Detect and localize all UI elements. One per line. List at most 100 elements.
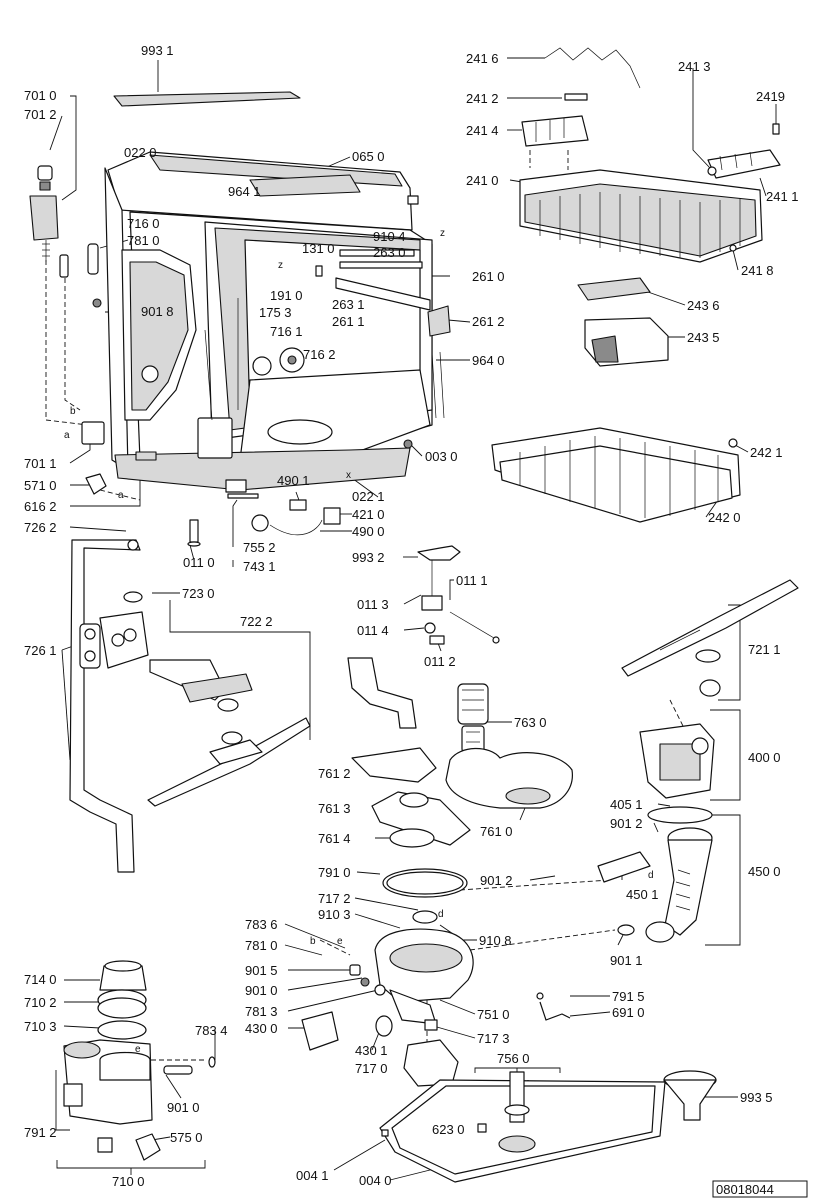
marker-b-2: b bbox=[310, 936, 316, 947]
label-011-1: 011 1 bbox=[456, 573, 488, 588]
label-761-2: 761 2 bbox=[318, 766, 351, 781]
label-717-2: 717 2 bbox=[318, 891, 351, 906]
label-242-1: 242 1 bbox=[750, 445, 783, 460]
label-710-0: 710 0 bbox=[112, 1174, 145, 1189]
filter-assembly bbox=[457, 683, 489, 753]
label-022-1: 022 1 bbox=[352, 489, 385, 504]
label-761-0: 761 0 bbox=[480, 824, 513, 839]
label-901-2-b: 901 2 bbox=[480, 873, 513, 888]
label-710-3: 710 3 bbox=[24, 1019, 57, 1034]
label-623-0: 623 0 bbox=[432, 1122, 465, 1137]
lower-basket bbox=[491, 427, 741, 523]
label-743-1: 743 1 bbox=[243, 559, 276, 574]
label-910-3: 910 3 bbox=[318, 907, 351, 922]
label-261-1: 261 1 bbox=[332, 314, 365, 329]
label-011-4: 011 4 bbox=[357, 623, 389, 638]
label-783-4: 783 4 bbox=[195, 1023, 228, 1038]
label-781-0-bottom: 781 0 bbox=[245, 938, 278, 953]
label-761-3: 761 3 bbox=[318, 801, 351, 816]
label-430-1: 430 1 bbox=[355, 1043, 388, 1058]
label-243-5: 243 5 bbox=[687, 330, 720, 345]
sump-body bbox=[301, 868, 571, 1087]
label-761-4: 761 4 bbox=[318, 831, 351, 846]
label-242-0: 242 0 bbox=[708, 510, 741, 525]
label-430-0: 430 0 bbox=[245, 1021, 278, 1036]
label-791-2: 791 2 bbox=[24, 1125, 57, 1140]
label-722-2: 722 2 bbox=[240, 614, 273, 629]
label-781-0-top: 781 0 bbox=[127, 233, 160, 248]
label-964-1: 964 1 bbox=[228, 184, 261, 199]
label-701-1: 701 1 bbox=[24, 456, 57, 471]
label-701-0: 701 0 bbox=[24, 88, 57, 103]
door-lock-parts bbox=[81, 421, 461, 561]
label-400-0: 400 0 bbox=[748, 750, 781, 765]
label-716-2: 716 2 bbox=[303, 347, 336, 362]
marker-e-2: e bbox=[135, 1044, 141, 1055]
label-755-2: 755 2 bbox=[243, 540, 276, 555]
label-781-3: 781 3 bbox=[245, 1004, 278, 1019]
reference-code-box: 08018044 bbox=[712, 1180, 808, 1198]
label-241-4: 241 4 bbox=[466, 123, 499, 138]
label-022-0: 022 0 bbox=[124, 145, 157, 160]
label-716-0: 716 0 bbox=[127, 216, 160, 231]
label-901-5: 901 5 bbox=[245, 963, 278, 978]
label-964-0: 964 0 bbox=[472, 353, 505, 368]
label-571-0: 571 0 bbox=[24, 478, 57, 493]
marker-d-2: d bbox=[648, 870, 654, 881]
part-labels: 993 1 701 0 701 2 022 0 065 0 964 1 716 … bbox=[24, 43, 799, 1189]
label-263-1: 263 1 bbox=[332, 297, 365, 312]
marker-z-2: z bbox=[440, 228, 445, 239]
label-575-0: 575 0 bbox=[170, 1130, 203, 1145]
label-450-0: 450 0 bbox=[748, 864, 781, 879]
label-241-6: 241 6 bbox=[466, 51, 499, 66]
base-plate bbox=[379, 1071, 666, 1183]
salt-funnel bbox=[663, 1070, 717, 1121]
label-723-0: 723 0 bbox=[182, 586, 215, 601]
water-softener bbox=[63, 960, 216, 1161]
marker-a: a bbox=[64, 430, 70, 441]
label-791-0: 791 0 bbox=[318, 865, 351, 880]
label-131-0: 131 0 bbox=[302, 241, 335, 256]
letter-markers: b a z z x a b d d e e bbox=[64, 228, 654, 1055]
label-616-2: 616 2 bbox=[24, 499, 57, 514]
label-901-2-a: 901 2 bbox=[610, 816, 643, 831]
label-241-8: 241 8 bbox=[741, 263, 774, 278]
label-011-0: 011 0 bbox=[183, 555, 215, 570]
label-241-0: 241 0 bbox=[466, 173, 499, 188]
marker-z-1: z bbox=[278, 260, 283, 271]
label-993-1: 993 1 bbox=[141, 43, 174, 58]
label-490-1: 490 1 bbox=[277, 473, 310, 488]
label-751-0: 751 0 bbox=[477, 1007, 510, 1022]
label-421-0: 421 0 bbox=[352, 507, 385, 522]
label-490-0: 490 0 bbox=[352, 524, 385, 539]
supply-tube bbox=[69, 539, 141, 873]
label-901-1: 901 1 bbox=[610, 953, 643, 968]
label-717-0: 717 0 bbox=[355, 1061, 388, 1076]
marker-x: x bbox=[346, 470, 351, 481]
label-763-0: 763 0 bbox=[514, 715, 547, 730]
label-910-8: 910 8 bbox=[479, 933, 512, 948]
label-243-6: 243 6 bbox=[687, 298, 720, 313]
label-261-2: 261 2 bbox=[472, 314, 505, 329]
hinge-spring-assembly bbox=[29, 165, 102, 308]
tub-body bbox=[104, 151, 451, 491]
label-2419: 2419 bbox=[756, 89, 785, 104]
label-993-2: 993 2 bbox=[352, 550, 385, 565]
label-003-0: 003 0 bbox=[425, 449, 458, 464]
label-714-0: 714 0 bbox=[24, 972, 57, 987]
label-405-1: 405 1 bbox=[610, 797, 643, 812]
label-717-3: 717 3 bbox=[477, 1031, 510, 1046]
label-716-1: 716 1 bbox=[270, 324, 303, 339]
label-756-0: 756 0 bbox=[497, 1051, 530, 1066]
label-011-2: 011 2 bbox=[424, 654, 456, 669]
label-783-6: 783 6 bbox=[245, 917, 278, 932]
upper-basket bbox=[519, 47, 781, 367]
label-901-8: 901 8 bbox=[141, 304, 174, 319]
marker-b: b bbox=[70, 406, 76, 417]
marker-e-1: e bbox=[337, 936, 343, 947]
insulation-strip bbox=[113, 91, 301, 107]
label-901-0: 901 0 bbox=[245, 983, 278, 998]
label-191-0: 191 0 bbox=[270, 288, 303, 303]
label-241-1: 241 1 bbox=[766, 189, 799, 204]
